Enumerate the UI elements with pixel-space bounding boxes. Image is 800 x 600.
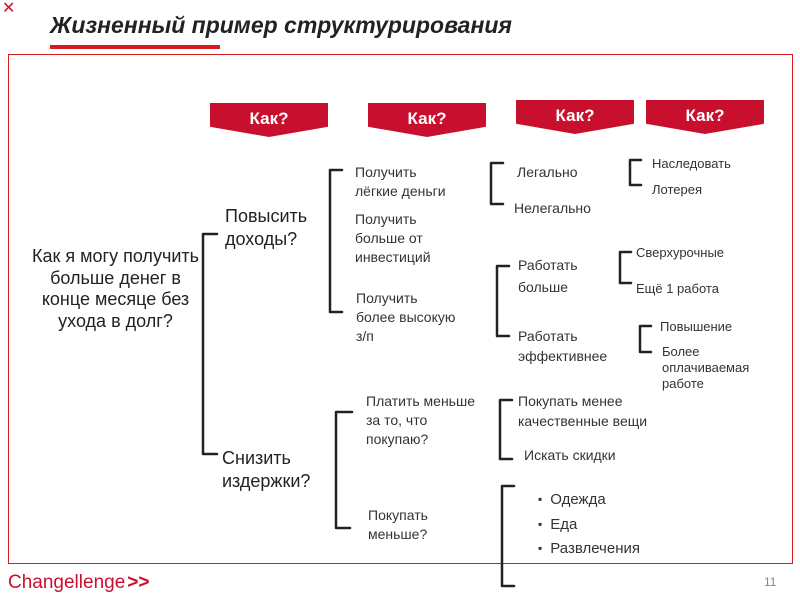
buy-less-label: Покупать меньше? <box>368 507 428 542</box>
increase-income-label: Повысить доходы? <box>225 206 308 249</box>
frame-top-line <box>8 54 793 55</box>
page-title: Жизненный пример структурирования <box>50 12 512 38</box>
corner-close-icon: ✕ <box>2 0 16 17</box>
promotion-label: Повышение <box>660 319 733 334</box>
investments-label: Получить больше от инвестиций <box>355 211 431 265</box>
question-tag-2: Как? <box>368 103 486 137</box>
bracket-work-more <box>618 250 633 285</box>
bracket-work-efficient <box>638 324 653 354</box>
legal-label: Легально <box>517 164 578 180</box>
illegal-label: Нелегально <box>514 200 591 216</box>
question-tag-3: Как? <box>516 100 634 134</box>
changellenge-logo: Changellenge>> <box>8 572 150 593</box>
bracket-reduce <box>334 410 354 530</box>
bracket-buy-less <box>500 484 516 588</box>
list-item: Развлечения <box>538 537 640 562</box>
inherit-label: Наследовать <box>652 156 731 171</box>
bracket-easy-money <box>489 161 505 206</box>
work-more-label: Работать больше <box>518 257 578 295</box>
question-tag-1: Как? <box>210 103 328 137</box>
list-item: Одежда <box>538 488 640 513</box>
salary-label: Получить более высокую з/п <box>356 290 456 344</box>
discounts-label: Искать скидки <box>524 447 616 463</box>
frame-right-line <box>792 54 793 564</box>
list-item: Еда <box>538 513 640 538</box>
frame-bottom-line <box>8 563 793 564</box>
easy-money-label: Получить лёгкие деньги <box>355 164 446 199</box>
frame-left-line <box>8 54 9 564</box>
overtime-label: Сверхурочные <box>636 245 725 260</box>
bracket-pay-less <box>498 398 514 461</box>
bracket-legal <box>628 158 643 187</box>
second-job-label: Ещё 1 работа <box>636 281 719 296</box>
work-efficient-label: Работать эффективнее <box>518 328 608 364</box>
better-paid-label: Более оплачиваемая работе <box>662 344 750 391</box>
bracket-increase <box>328 168 344 314</box>
bracket-main <box>201 232 219 456</box>
main-question: Как я могу получить больше денег в конце… <box>32 246 199 331</box>
page-number: 11 <box>764 575 777 589</box>
question-tag-4: Как? <box>646 100 764 134</box>
pay-less-label: Платить меньше за то, что покупаю? <box>366 393 475 447</box>
lottery-label: Лотерея <box>652 182 703 197</box>
cheaper-goods-label: Покупать менее качественные вещи <box>518 393 648 429</box>
reduce-costs-label: Снизить издержки? <box>222 448 311 491</box>
buy-less-list: Одежда Еда Развлечения <box>538 488 640 562</box>
bracket-salary <box>495 264 511 338</box>
title-underline <box>50 45 220 49</box>
